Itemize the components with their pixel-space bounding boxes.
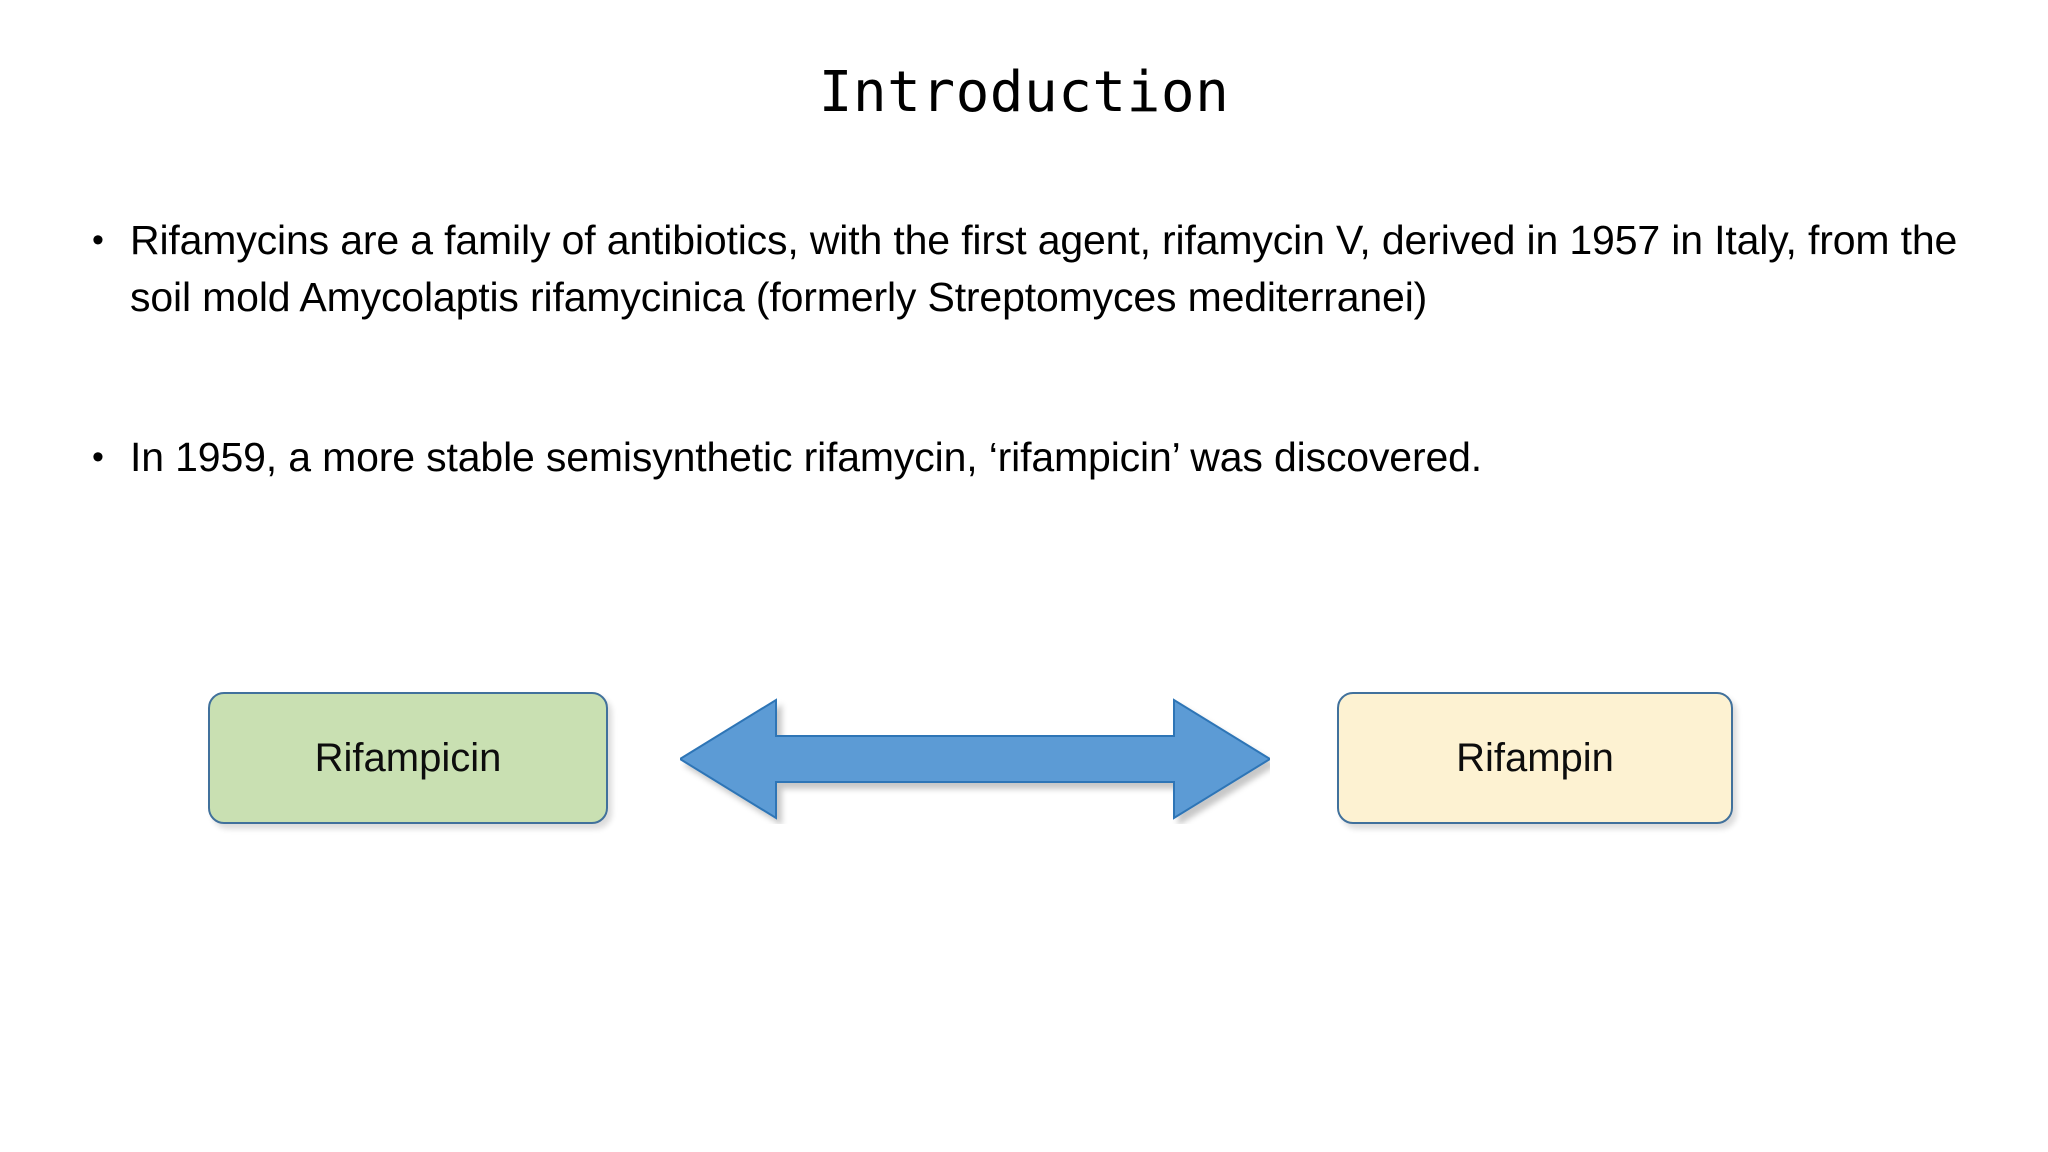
- page-title: Introduction: [818, 60, 1230, 125]
- bullet-text: Rifamycins are a family of antibiotics, …: [130, 217, 1958, 320]
- bullet-list: • Rifamycins are a family of antibiotics…: [92, 212, 1982, 486]
- bullet-point-icon: •: [92, 438, 104, 476]
- list-item: • Rifamycins are a family of antibiotics…: [92, 212, 1982, 326]
- double-headed-arrow-icon: [680, 694, 1270, 824]
- diagram-box-rifampicin: Rifampicin: [208, 692, 608, 824]
- list-item: • In 1959, a more stable semisynthetic r…: [92, 429, 1982, 486]
- diagram-box-rifampin: Rifampin: [1337, 692, 1733, 824]
- diagram-box-label: Rifampin: [1456, 735, 1614, 780]
- diagram-box-label: Rifampicin: [314, 735, 502, 780]
- bullet-point-icon: •: [92, 221, 104, 259]
- bullet-text: In 1959, a more stable semisynthetic rif…: [130, 434, 1483, 480]
